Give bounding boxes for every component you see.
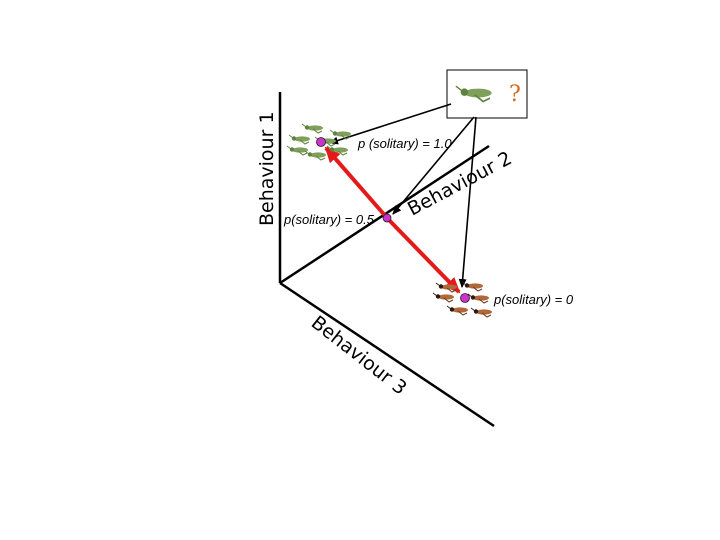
axis-behaviour-3 <box>279 281 495 428</box>
marker-solitary-1 <box>316 137 326 147</box>
marker-solitary-half <box>382 213 392 223</box>
arrow-to-gregarious <box>458 116 477 288</box>
question-mark: ? <box>509 82 521 107</box>
axis-label-behaviour-2: Behaviour 2 <box>404 147 515 220</box>
label-solitary-0: p(solitary) = 0 <box>493 292 574 307</box>
trajectory-to-solitary <box>324 146 390 221</box>
label-solitary-1: p (solitary) = 1.0 <box>357 136 452 151</box>
label-solitary-half: p(solitary) = 0.5 <box>283 212 375 227</box>
arrow-to-solitary <box>329 103 452 145</box>
trajectory-to-gregarious <box>386 217 461 294</box>
arrow-to-mixed <box>392 116 475 215</box>
marker-solitary-0 <box>460 293 470 303</box>
axis-label-behaviour-1: Behaviour 1 <box>256 111 278 226</box>
axis-label-behaviour-3: Behaviour 3 <box>307 312 411 400</box>
